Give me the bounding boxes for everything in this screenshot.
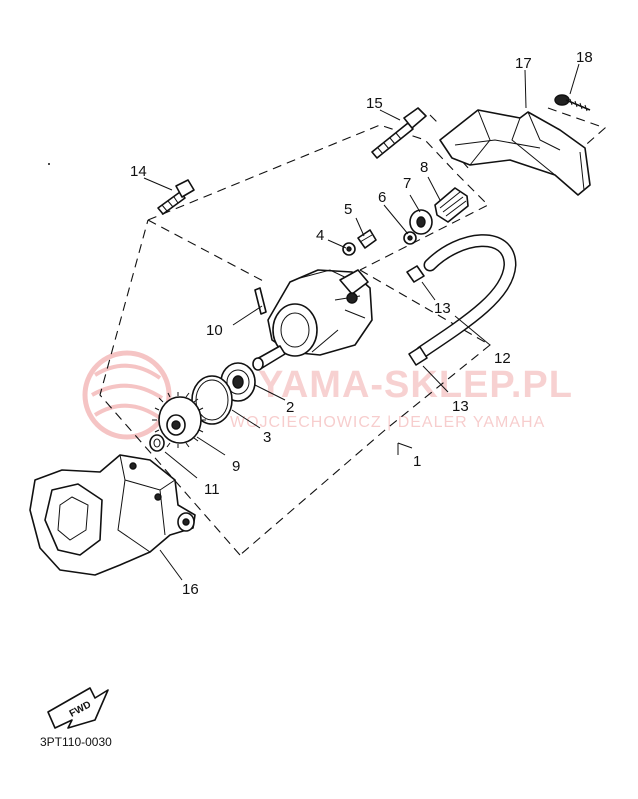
- callout-10: 10: [206, 322, 223, 339]
- callout-11: 11: [204, 481, 220, 498]
- callout-9: 9: [232, 458, 240, 475]
- callout-18: 18: [576, 49, 593, 66]
- watermark-logo-icon: [82, 350, 172, 440]
- watermark: YAMA-SKLEP.PL WOJCIECHOWICZ | DEALER YAM…: [82, 350, 573, 440]
- callout-15: 15: [366, 95, 383, 112]
- callout-6: 6: [378, 189, 386, 206]
- oil-pump-body: [252, 269, 373, 371]
- bolt-part-14: [157, 179, 195, 215]
- pin-part-10: [254, 287, 267, 315]
- callout-7: 7: [403, 175, 411, 192]
- assembly-boundary: [99, 107, 607, 556]
- callout-13-upper: 13: [434, 300, 451, 317]
- callout-12: 12: [494, 350, 511, 367]
- diagram-code: 3PT110-0030: [40, 735, 112, 749]
- washer-part-6: [403, 231, 417, 245]
- callout-16: 16: [182, 581, 199, 598]
- gear-part-9: [152, 392, 206, 448]
- callout-17: 17: [515, 55, 532, 72]
- clamp-part-13-lower: [408, 346, 428, 366]
- washer-part-4: [342, 242, 356, 256]
- callout-14: 14: [130, 163, 147, 180]
- bolt-part-5: [357, 229, 377, 249]
- callout-8: 8: [420, 159, 428, 176]
- speck-mark: [48, 163, 50, 165]
- bracket-part-17: [439, 109, 591, 196]
- bolt-part-15: [371, 107, 427, 159]
- callout-3: 3: [263, 429, 271, 446]
- fwd-arrow-icon: FWD: [47, 687, 109, 729]
- clip-part-11: [149, 434, 165, 452]
- callout-4: 4: [316, 227, 324, 244]
- watermark-title: YAMA-SKLEP.PL: [258, 364, 573, 406]
- nut-part-8: [434, 187, 469, 223]
- clamp-part-13-upper: [406, 265, 425, 283]
- oring-part-3: [191, 375, 233, 425]
- hose-part-12: [415, 234, 517, 359]
- leader-lines: [143, 63, 580, 581]
- washer-part-7: [409, 209, 433, 235]
- callout-2: 2: [286, 399, 294, 416]
- watermark-subtitle: WOJCIECHOWICZ | DEALER YAMAHA: [230, 414, 545, 431]
- callout-1: 1: [413, 453, 421, 470]
- callouts: 1 2 3 4 5 6 7 8 9 10 11 12 13 13 14 15 1…: [130, 49, 593, 598]
- screw-part-18: [554, 94, 591, 112]
- callout-13-lower: 13: [452, 398, 469, 415]
- housing-part-16: [29, 454, 196, 576]
- callout-5: 5: [344, 201, 352, 218]
